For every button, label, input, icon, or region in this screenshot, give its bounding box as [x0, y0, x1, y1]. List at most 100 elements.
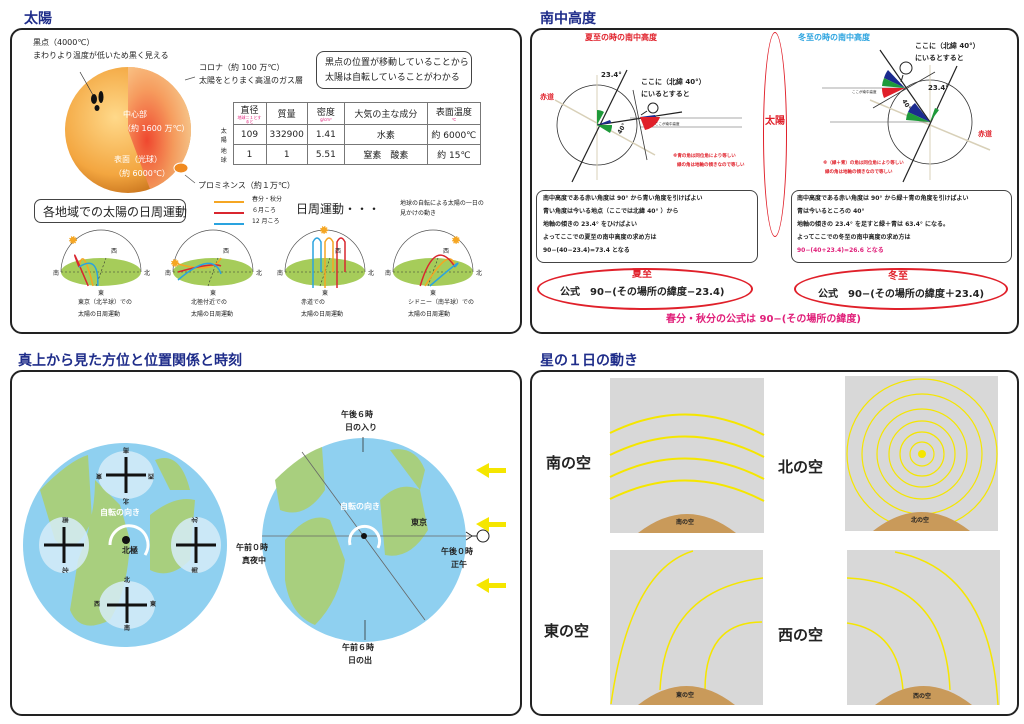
- north-pole-globe: [23, 443, 227, 647]
- dome-caption: 赤道での: [301, 299, 326, 306]
- core-label: 中心部: [123, 110, 147, 119]
- explanation-line: よってここでの夏至の南中高度の求め方は: [543, 234, 657, 241]
- direction-label: 西: [223, 248, 229, 255]
- table-header: 直径地球＝１とすると: [232, 102, 267, 125]
- west-sky-label: 西の空: [778, 626, 824, 644]
- summer-explanation: 南中高度である赤い角度は 90° から青い角度を引けばよい 青い角度は今いる地点…: [536, 190, 758, 263]
- explanation-line: 青は今いるところの 40°: [797, 208, 865, 215]
- winter-diagram: [822, 49, 991, 183]
- ground-mound: [873, 512, 970, 531]
- corona-label: コロナ（約 100 万℃）: [199, 63, 285, 72]
- polaris: [918, 450, 926, 458]
- summer-label: 夏至: [632, 269, 652, 280]
- star-trail: [909, 441, 935, 467]
- explanation-line: 地軸の傾きの 23.4° を足すと緑＋青は 63.4° になる。: [797, 221, 949, 228]
- sun-path: [78, 262, 99, 287]
- explanation-line: よってここでの冬至の南中高度の求め方は: [797, 234, 911, 241]
- direction-label: 南: [165, 269, 171, 277]
- ground-label: 西の空: [913, 693, 932, 700]
- rotation-note-box: 黒点の位置が移動していることから 太陽は自転していることがわかる: [316, 51, 472, 89]
- ground-label: 北の空: [911, 517, 930, 524]
- corona-desc: 太陽をとりまく高温のガス層: [199, 76, 303, 85]
- sun-label: 太陽: [765, 116, 785, 127]
- winter-explanation: 南中高度である赤い角度は 90° から緑＋青の角度を引けばよい 青は今いるところ…: [791, 190, 1012, 263]
- table-cell: 約 15℃: [426, 144, 481, 165]
- table-cell: 1: [265, 144, 308, 165]
- axis-angle-label: 23.4°: [928, 84, 949, 92]
- star-trail: [894, 551, 999, 706]
- stars-section-title: 星の１日の動き: [540, 353, 638, 369]
- direction-label: 東: [210, 289, 216, 297]
- ground-label: 南の空: [676, 519, 695, 526]
- direction-label: 北: [144, 269, 150, 277]
- compass-label: 北: [61, 567, 69, 574]
- time-label-0: 午前０時: [236, 543, 268, 552]
- explanation-line: 90−(40−23.4)=73.4 となる: [543, 247, 630, 254]
- ew-line: [207, 257, 219, 287]
- rotation-direction-label: 自転の向き: [100, 508, 140, 517]
- sun-path: [324, 237, 334, 288]
- explanation-line: 地軸の傾きの 23.4° をひけばよい: [543, 221, 637, 228]
- sky-dome: [392, 229, 474, 273]
- star-trail: [609, 457, 765, 480]
- sun-path: [424, 258, 456, 287]
- equinox-formula: 春分・秋分の公式は 90−(その場所の緯度): [666, 314, 861, 325]
- winter-note: 緑の角は地軸の傾きなので等しい: [825, 170, 893, 175]
- summer-title: 夏至の時の南中高度: [585, 33, 657, 42]
- star-trails: [609, 378, 999, 706]
- here-label: にいるとすると: [915, 54, 964, 62]
- north-sky-label: 北の空: [778, 458, 824, 476]
- compass-label: 南: [123, 446, 130, 454]
- time-label-12: 午後０時: [441, 547, 473, 556]
- table-cell: 332900: [265, 124, 308, 145]
- direction-label: 東: [430, 289, 436, 297]
- culmination-section-title: 南中高度: [540, 11, 596, 27]
- star-trail: [888, 420, 956, 488]
- table-cell: 1: [232, 144, 267, 165]
- star-trail: [846, 622, 904, 691]
- table-cell: 約 6000℃: [426, 124, 481, 145]
- compass-label: 西: [94, 601, 101, 608]
- compass-label: 北: [124, 577, 131, 584]
- star-trail: [610, 550, 694, 705]
- surface-temp: （約 6000℃）: [114, 169, 170, 178]
- star-trail: [609, 435, 765, 458]
- time-label-6: 午前６時: [342, 643, 374, 652]
- direction-label: 東: [322, 289, 328, 297]
- explanation-line: 南中高度である赤い角度は 90° から青い角度を引けばよい: [543, 195, 703, 202]
- sun-icon: [69, 236, 77, 244]
- prominence-label: プロミネンス（約１万℃）: [198, 181, 295, 190]
- ground-mound: [638, 514, 736, 533]
- sun-path: [312, 237, 322, 288]
- star-trail: [609, 413, 765, 436]
- summer-formula-oval: [537, 268, 753, 310]
- direction-label: 西: [111, 248, 117, 255]
- sun-path: [177, 257, 222, 269]
- winter-label: 冬至: [888, 271, 908, 282]
- explanation-line: 青い角度は今いる地点（ここでは北緯 40° ）から: [543, 208, 679, 215]
- direction-label: 南: [277, 269, 283, 277]
- compass-label: 南: [124, 625, 131, 632]
- star-trail: [899, 431, 945, 477]
- dome-caption: 太陽の日周運動: [78, 311, 121, 318]
- table-cell: 窒素 酸素: [343, 144, 428, 165]
- direction-label: 北: [256, 269, 262, 277]
- time-globe: [262, 437, 506, 642]
- diurnal-title: 各地域での太陽の日周運動: [43, 205, 188, 219]
- winter-title: 冬至の時の南中高度: [798, 33, 870, 42]
- star-trail: [659, 577, 764, 691]
- dome-caption: シドニー（南半球）での: [408, 299, 475, 306]
- sunspot-label: 黒点（4000℃）: [33, 38, 95, 47]
- tokyo-label: 東京: [411, 518, 427, 527]
- table-cell: 水素: [343, 124, 428, 145]
- sun-path: [429, 262, 459, 287]
- south-sky-panel: [610, 378, 764, 533]
- summer-formula: 公式 90−(その場所の緯度−23.4): [560, 287, 725, 298]
- ground-mound: [638, 686, 735, 705]
- here-label: ここに（北緯 40°）: [641, 78, 706, 86]
- dome-caption: 太陽の日周運動: [301, 311, 344, 318]
- diurnal-term: 日周運動・・・: [296, 202, 381, 216]
- sun-path: [73, 254, 89, 287]
